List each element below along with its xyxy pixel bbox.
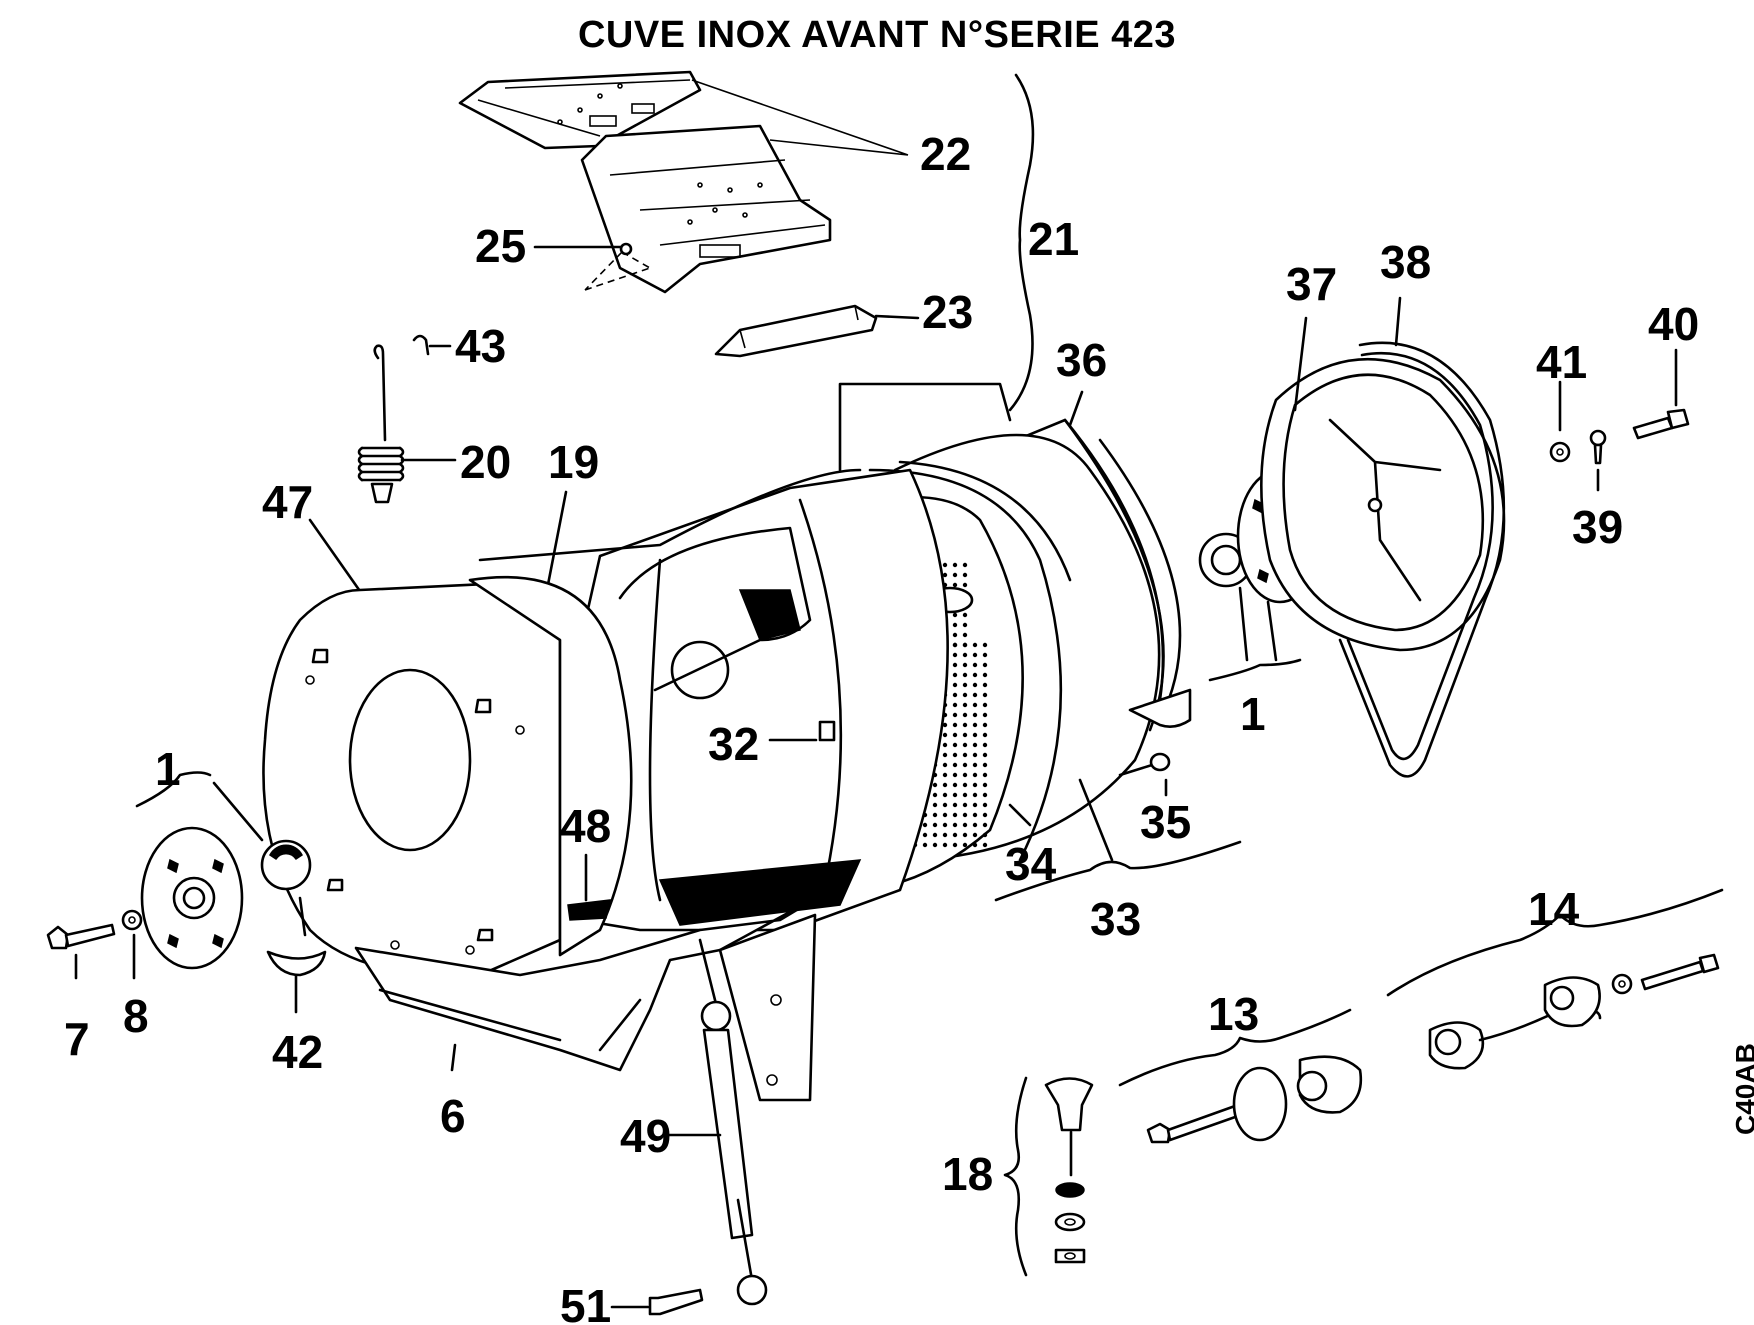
leader-34 xyxy=(1008,803,1032,827)
clip-39 xyxy=(1589,429,1607,492)
leader-47 xyxy=(308,518,364,596)
callout-39: 39 xyxy=(1572,501,1623,553)
pulley-37 xyxy=(1260,357,1506,652)
callout-48: 48 xyxy=(560,800,611,852)
callout-23: 23 xyxy=(922,286,973,338)
bolt-51 xyxy=(610,1288,704,1316)
callout-6: 6 xyxy=(440,1090,466,1142)
diagram-title: CUVE INOX AVANT N°SERIE 423 xyxy=(577,14,1177,56)
spring-20 xyxy=(357,344,457,504)
callout-37: 37 xyxy=(1286,258,1337,310)
callout-19: 19 xyxy=(548,436,599,488)
washer-41 xyxy=(1549,380,1571,463)
callout-1-left: 1 xyxy=(155,743,181,795)
screw-35 xyxy=(1118,752,1171,797)
callout-32: 32 xyxy=(708,718,759,770)
drum-tub xyxy=(262,418,1192,977)
cover-panel-lower xyxy=(580,124,832,294)
callout-47: 47 xyxy=(262,476,313,528)
bolt-40 xyxy=(1632,348,1690,440)
callout-7: 7 xyxy=(64,1013,90,1065)
counterweight-13 xyxy=(1146,1055,1363,1144)
callout-51: 51 xyxy=(560,1280,611,1325)
brace-18 xyxy=(1003,1076,1028,1277)
leader-38 xyxy=(1394,296,1402,347)
callout-34: 34 xyxy=(1005,838,1057,890)
leader-19 xyxy=(543,490,568,602)
callout-8: 8 xyxy=(123,990,149,1042)
belt-38 xyxy=(1338,341,1506,778)
cover-panel-upper xyxy=(458,70,702,150)
left-bearing-assembly xyxy=(46,771,327,1014)
callout-35: 35 xyxy=(1140,796,1191,848)
callout-22: 22 xyxy=(920,128,971,180)
part-23-strip xyxy=(714,304,920,358)
leader-22 xyxy=(691,79,909,156)
leader-37 xyxy=(1293,316,1308,412)
brace-21 xyxy=(1008,73,1035,412)
callout-38: 38 xyxy=(1380,236,1431,288)
brace-14 xyxy=(1386,888,1724,997)
shock-absorber-49 xyxy=(663,1000,768,1306)
callout-21: 21 xyxy=(1028,213,1079,265)
callout-43: 43 xyxy=(455,320,506,372)
brace-33 xyxy=(994,840,1242,902)
callout-20: 20 xyxy=(460,436,511,488)
callout-40: 40 xyxy=(1648,298,1699,350)
callout-33: 33 xyxy=(1090,893,1141,945)
callout-14: 14 xyxy=(1528,883,1580,935)
leader-36 xyxy=(1068,390,1084,427)
foot-18 xyxy=(1044,1077,1094,1264)
callout-13: 13 xyxy=(1208,988,1259,1040)
hook-43 xyxy=(412,334,452,356)
callout-25: 25 xyxy=(475,220,526,272)
callout-41: 41 xyxy=(1536,336,1587,388)
leader-21-tub xyxy=(838,382,1012,472)
counterweight-14 xyxy=(1428,953,1720,1070)
callout-42: 42 xyxy=(272,1026,323,1078)
callout-18: 18 xyxy=(942,1148,993,1200)
screw-25 xyxy=(533,242,651,291)
leader-33 xyxy=(1078,778,1114,862)
callout-49: 49 xyxy=(620,1110,671,1162)
callout-36: 36 xyxy=(1056,334,1107,386)
brace-13 xyxy=(1118,1008,1352,1087)
callout-1-right: 1 xyxy=(1240,688,1266,740)
